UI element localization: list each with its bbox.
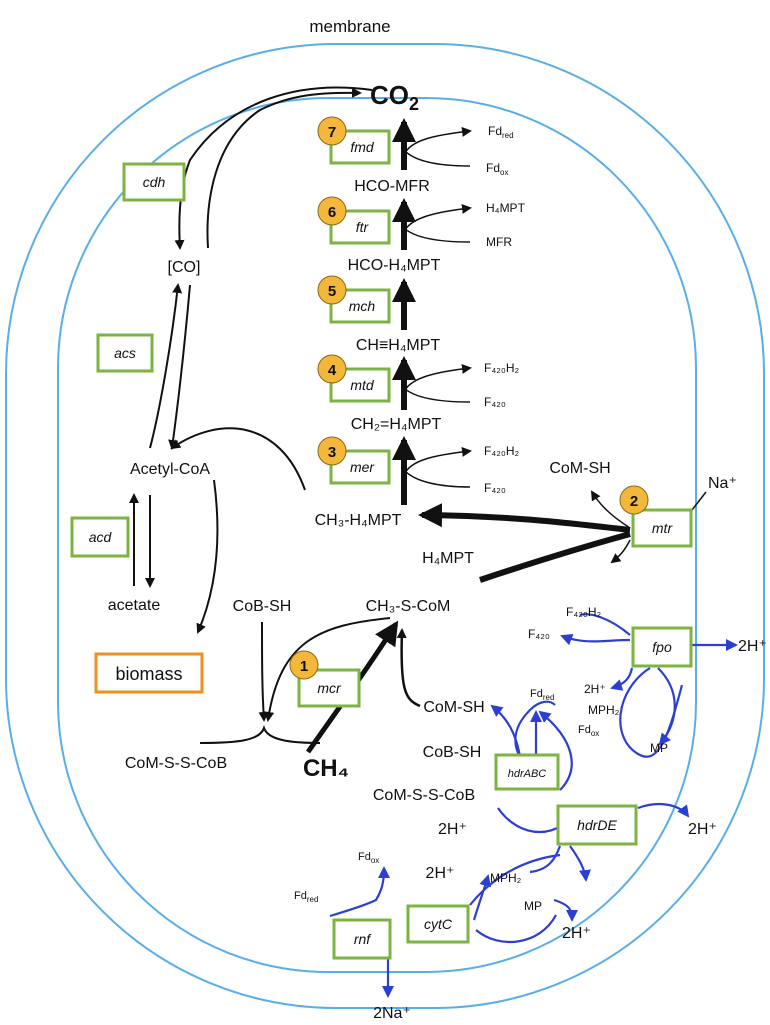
step-circle-5 (317, 275, 347, 305)
step-circle-1 (289, 650, 319, 680)
gene-label-mer: mer (350, 459, 375, 475)
h-plus-label-fpo-in: 2H⁺ (584, 682, 606, 696)
step-number-5: 5 (328, 283, 336, 300)
ch2-h4mpt-label: CH₂=H₄MPT (351, 416, 442, 433)
f420-label-mtd: F₄₂₀ (484, 395, 506, 409)
biomass-box (94, 652, 204, 694)
step-number-6: 6 (328, 204, 336, 221)
step-number-7: 7 (328, 124, 336, 141)
fpo-arrows (560, 613, 738, 758)
step-circle-3 (317, 436, 347, 466)
step-number-2: 2 (630, 493, 638, 510)
f420-label-mer: F₄₂₀ (484, 481, 506, 495)
mtr-arrows (418, 490, 707, 583)
gene-box-mtr (631, 508, 693, 548)
h-plus-label-fpo-out: 2H⁺ (738, 638, 767, 655)
biomass-label: biomass (115, 664, 182, 684)
gene-label-mch: mch (349, 298, 376, 314)
gene-label-cdh: cdh (143, 174, 166, 190)
gene-box-acd (70, 516, 130, 558)
gene-box-hdrde (556, 804, 638, 846)
gene-label-fmd: fmd (350, 139, 375, 155)
fd-ox-label-top: Fdox (486, 161, 508, 177)
gene-label-acd: acd (89, 529, 113, 545)
ch3-s-com-label: CH₃-S-CoM (366, 598, 451, 615)
hdrde-arrows (529, 803, 690, 882)
h-plus-label-cytc-out: 2H⁺ (562, 925, 591, 942)
gene-box-fpo (631, 626, 693, 668)
gene-label-cytc: cytC (424, 916, 453, 932)
gene-label-mcr: mcr (317, 680, 342, 696)
cob-sh-label: CoB-SH (233, 598, 292, 615)
co-label: [CO] (168, 259, 201, 276)
mp-label-cytc: MP (524, 899, 542, 913)
mph2-label-fpo: MPH₂ (588, 703, 620, 717)
heterodisulfide-brace (199, 724, 321, 744)
gene-label-fpo: fpo (652, 639, 672, 655)
mph2-label-cytc: MPH₂ (490, 871, 522, 885)
com-sh-to-ch3-arrow (396, 628, 421, 708)
gene-box-rnf (332, 918, 392, 960)
gene-box-acs (96, 333, 154, 373)
side-reactions (403, 126, 472, 488)
two-na-plus-label: 2Na⁺ (373, 1005, 411, 1022)
gene-label-mtd: mtd (350, 377, 375, 393)
com-sh-label-mtr: CoM-SH (549, 460, 610, 477)
cob-sh-down-arrow (258, 621, 269, 722)
fd-ox-label-rnf: Fdox (358, 851, 379, 865)
outer-membrane (5, 43, 765, 1009)
inner-membrane (57, 97, 697, 973)
cob-sh-arrow (264, 617, 391, 722)
ch4-label: CH₄ (303, 755, 349, 782)
f420-label-fpo: F₄₂₀ (528, 627, 550, 641)
gene-box-hdrabc (494, 753, 560, 791)
fd-red-label-top: Fdred (488, 124, 514, 140)
step-circle-7 (317, 116, 347, 146)
f420h2-label-fpo: F₄₂₀H₂ (566, 605, 602, 619)
fd-red-label-hdr: Fdred (530, 688, 554, 702)
step-number-3: 3 (328, 444, 336, 461)
h-plus-label-hdr: 2H⁺ (438, 821, 467, 838)
acetyl-coa-label: Acetyl-CoA (130, 461, 210, 478)
f420h2-label-mer: F₄₂₀H₂ (484, 444, 520, 458)
hco-h4mpt-label: HCO-H₄MPT (348, 257, 441, 274)
h4mpt-label: H₄MPT (422, 550, 474, 567)
step-number-1: 1 (300, 658, 308, 675)
membrane-label: membrane (309, 17, 390, 36)
h-plus-label-hdrde-out: 2H⁺ (688, 821, 717, 838)
ch-h4mpt-label: CH≡H₄MPT (356, 337, 441, 354)
gene-label-hdrabc: hdrABC (508, 768, 547, 780)
ch3-h4mpt-label: CH₃-H₄MPT (315, 512, 402, 529)
acetate-label: acetate (108, 597, 161, 614)
step-circle-6 (317, 196, 347, 226)
hco-mfr-label: HCO-MFR (354, 178, 430, 195)
f420h2-label-mtd: F₄₂₀H₂ (484, 361, 520, 375)
gene-box-cytc (406, 904, 470, 944)
acetyl-coa-branch-arrows (129, 86, 373, 634)
gene-box-cdh (122, 162, 186, 202)
cytc-rnf-arrows (329, 853, 578, 998)
mfr-label: MFR (486, 235, 512, 249)
com-sh-label-hdr: CoM-SH (423, 699, 484, 716)
gene-label-ftr: ftr (356, 219, 370, 235)
co2-label: CO2 (370, 80, 419, 114)
gene-label-mtr: mtr (652, 520, 674, 536)
mp-label-fpo: MP (650, 741, 668, 755)
fd-red-label-rnf: Fdred (294, 890, 318, 904)
step-number-4: 4 (328, 362, 337, 379)
gene-label-rnf: rnf (354, 931, 372, 947)
step-circle-2 (619, 485, 649, 515)
step-circle-4 (317, 354, 347, 384)
gene-label-acs: acs (114, 345, 136, 361)
na-plus-label: Na⁺ (708, 475, 737, 492)
gene-label-hdrde: hdrDE (577, 817, 617, 833)
com-s-s-cob-label-left: CoM-S-S-CoB (125, 755, 227, 772)
h-plus-label-cytc: 2H⁺ (426, 865, 455, 882)
com-s-s-cob-label-hdr: CoM-S-S-CoB (373, 787, 475, 804)
fd-ox-label-hdr: Fdox (578, 724, 599, 738)
cob-sh-label-hdr: CoB-SH (423, 744, 482, 761)
h4mpt-product-label: H₄MPT (486, 201, 526, 215)
